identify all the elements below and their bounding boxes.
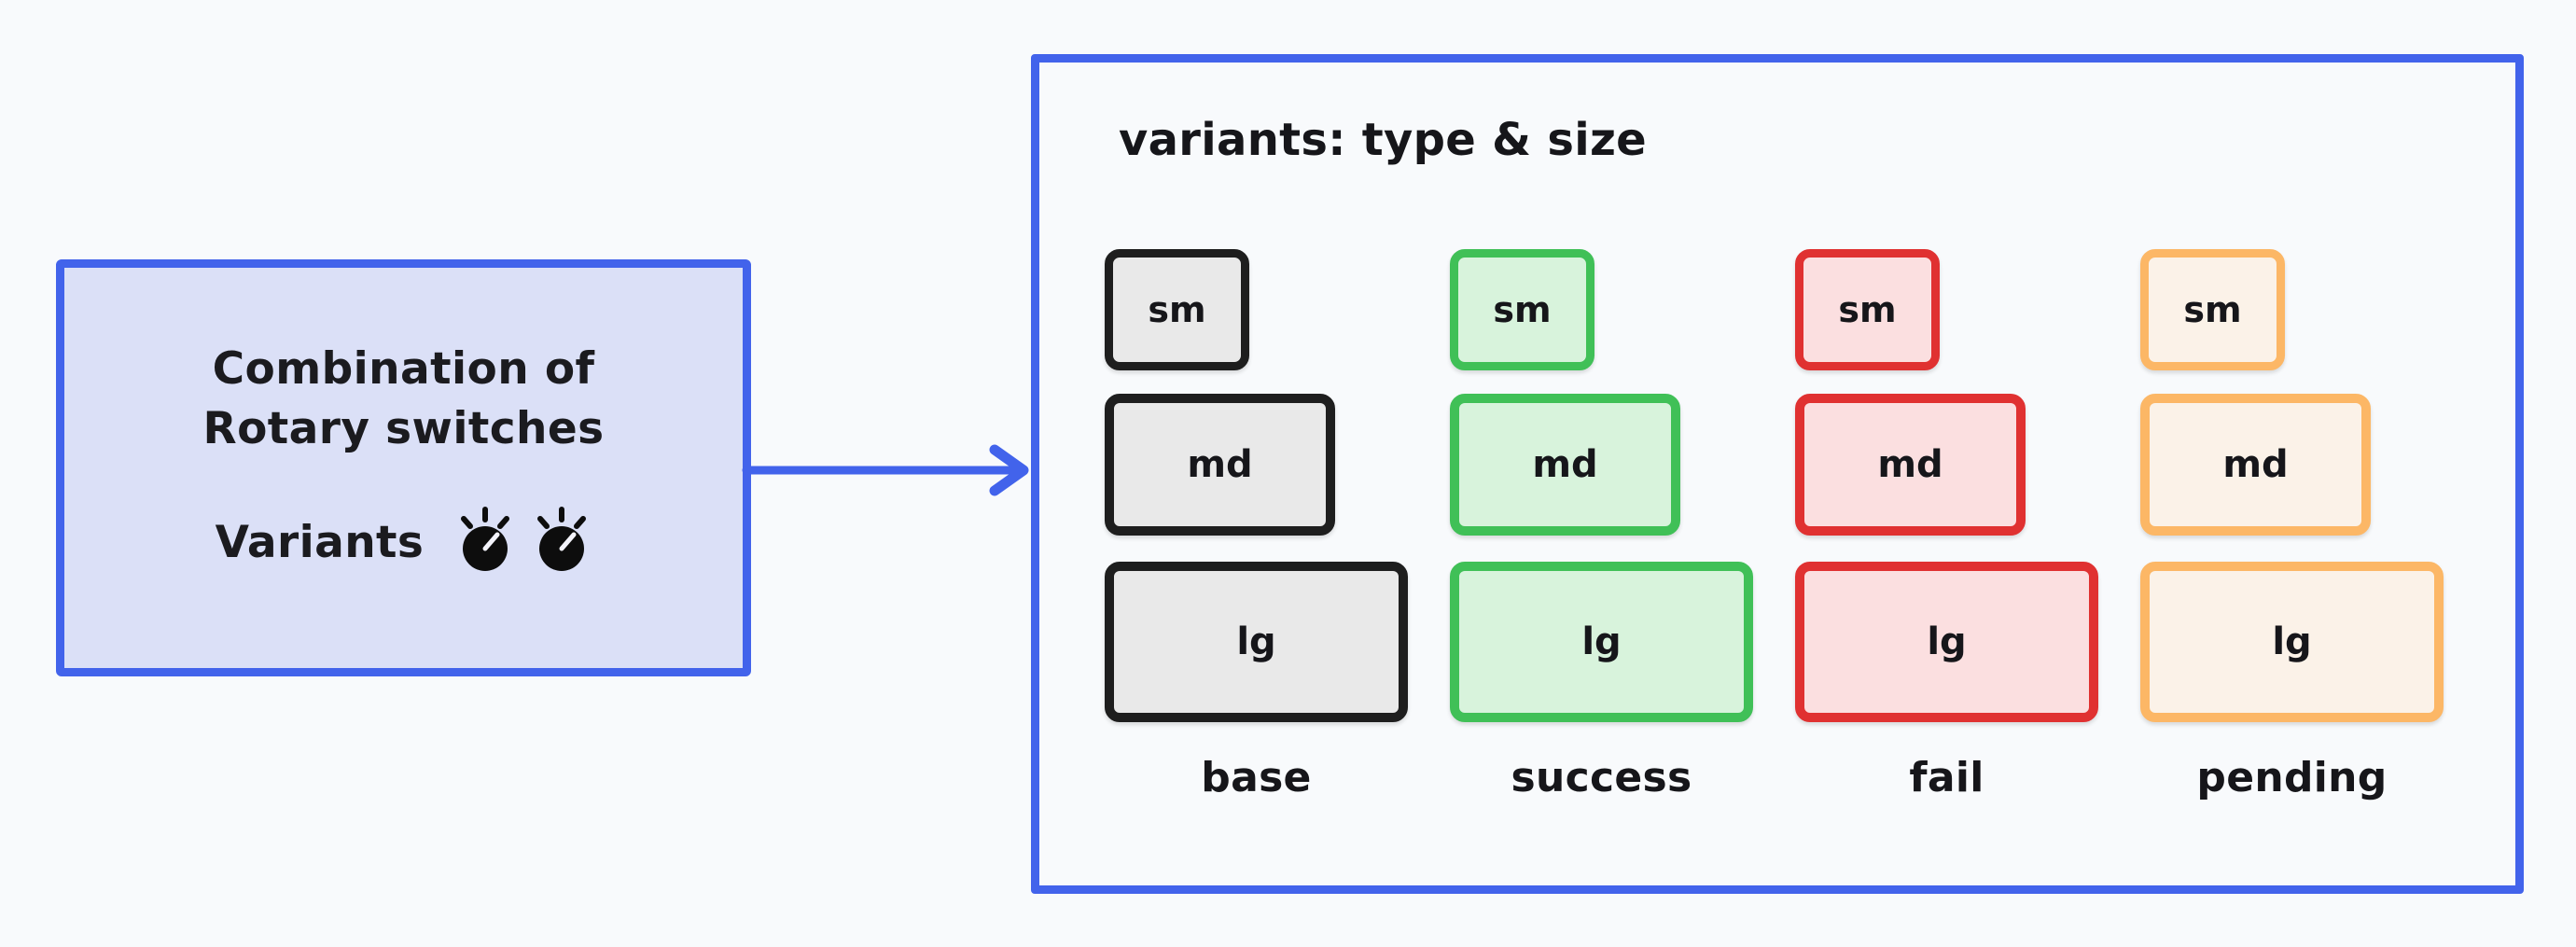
chip-base-md[interactable]: md <box>1105 394 1335 536</box>
rotary-knob-icon <box>532 506 592 579</box>
variant-column-success: sm md lg success <box>1450 249 1795 801</box>
variant-columns: sm md lg base sm md lg success sm md lg … <box>1105 249 2504 801</box>
rotary-knob-icon <box>455 506 515 579</box>
chip-fail-md[interactable]: md <box>1795 394 2026 536</box>
left-node-title: Combination of Rotary switches <box>203 340 605 458</box>
chip-pending-md[interactable]: md <box>2140 394 2371 536</box>
column-label-fail: fail <box>1909 754 1984 801</box>
column-label-base: base <box>1201 754 1312 801</box>
chip-base-sm[interactable]: sm <box>1105 249 1249 370</box>
variant-column-fail: sm md lg fail <box>1795 249 2140 801</box>
column-label-pending: pending <box>2196 754 2388 801</box>
chip-success-md[interactable]: md <box>1450 394 1680 536</box>
variant-column-pending: sm md lg pending <box>2140 249 2485 801</box>
chip-base-lg[interactable]: lg <box>1105 562 1408 722</box>
chip-success-lg[interactable]: lg <box>1450 562 1753 722</box>
variants-label: Variants <box>215 517 425 569</box>
rotary-knob-pair <box>455 506 592 579</box>
chip-pending-sm[interactable]: sm <box>2140 249 2285 370</box>
panel-title: variants: type & size <box>1119 114 1648 166</box>
column-label-success: success <box>1511 754 1692 801</box>
arrow-left-to-panel <box>742 444 1029 496</box>
left-node-title-line-1: Combination of <box>212 343 595 396</box>
chip-pending-lg[interactable]: lg <box>2140 562 2444 722</box>
chip-success-sm[interactable]: sm <box>1450 249 1594 370</box>
variant-column-base: sm md lg base <box>1105 249 1450 801</box>
left-node-title-line-2: Rotary switches <box>202 402 605 454</box>
chip-fail-sm[interactable]: sm <box>1795 249 1940 370</box>
variants-panel: variants: type & size sm md lg base sm m… <box>1031 54 2524 894</box>
variants-row: Variants <box>215 506 592 579</box>
chip-fail-lg[interactable]: lg <box>1795 562 2098 722</box>
left-node-combination-of-rotary-switches[interactable]: Combination of Rotary switches Variants <box>56 259 751 676</box>
